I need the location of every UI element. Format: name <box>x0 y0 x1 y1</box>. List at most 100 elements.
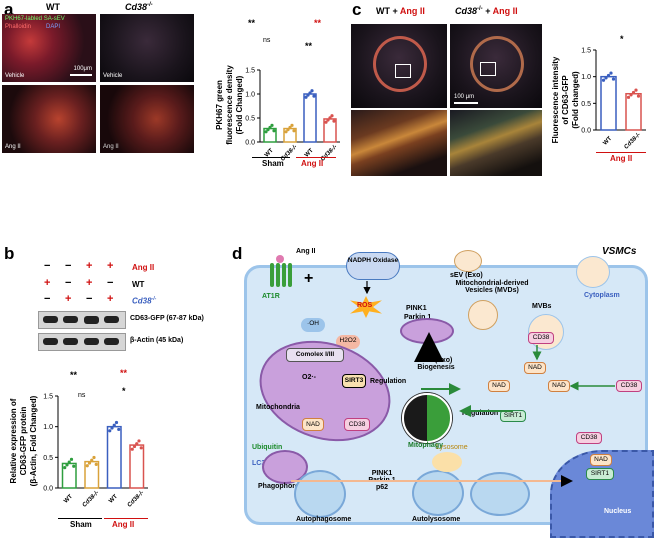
chart-b-group-sham: Sham <box>70 520 92 529</box>
data-point <box>308 91 312 95</box>
data-point <box>306 93 310 97</box>
data-point <box>636 94 641 98</box>
micrograph-c-wt-overview <box>351 24 447 108</box>
panel-c-title-ko: Cd38-/- + Ang II <box>455 6 518 16</box>
lc3-label: LC3 <box>252 460 266 467</box>
sev-biogenesis-label: sEV (Exo) Biogenesis <box>417 357 455 371</box>
data-point <box>117 427 121 432</box>
data-point <box>87 461 92 465</box>
chart-a-sig-top: ** <box>248 18 256 28</box>
micrograph-ko-ang: Ang II <box>100 85 194 153</box>
treatment-sign: − <box>65 260 72 272</box>
treatment-sign: − <box>107 277 114 289</box>
legend-pkh67: PKH67-labled SA-sEV <box>5 16 65 22</box>
y-tick-label: 1.0 <box>43 424 53 431</box>
legend-phalloidin: Phalloidin <box>5 24 32 30</box>
lysosome-shape <box>432 452 462 472</box>
treatment-sign: + <box>107 293 114 305</box>
y-tick-label: 0.5 <box>581 101 591 108</box>
autolysosome-label: Autolysosome <box>412 516 461 523</box>
cd38-top: CD38 <box>528 332 554 344</box>
cd38-right: CD38 <box>616 380 642 392</box>
data-point <box>611 77 616 81</box>
y-tick-label: 0.0 <box>43 486 53 493</box>
micrograph-c-ko-overview: 100 μm <box>450 24 542 108</box>
y-tick-label: 1.5 <box>581 48 591 55</box>
x-tick-label: Cd38-/- <box>127 490 146 509</box>
data-point <box>324 120 328 124</box>
micrograph-c-ko-zoom <box>450 110 542 176</box>
zoom-box-2 <box>480 62 496 76</box>
zoom-box <box>395 64 411 78</box>
y-tick-label: 1.5 <box>245 68 255 75</box>
treatment-sign: + <box>65 293 72 305</box>
data-point <box>631 90 636 95</box>
cytoplasm-label: Cytoplasm <box>584 292 620 299</box>
chart-a-sig-mid: ** <box>305 41 313 51</box>
regulation-label-2: Regulation <box>462 410 499 417</box>
comolex-label: Comolex I/III <box>286 348 344 362</box>
panel-a-label: a <box>4 0 14 19</box>
bar <box>625 92 642 131</box>
nad-right-3: NAD <box>548 380 570 392</box>
treatment-sign: + <box>107 260 114 272</box>
chart-c-sig: * <box>620 34 624 44</box>
chart-b-ylabel-2: CD63-GFP protein <box>19 407 28 476</box>
y-tick-label: 0.0 <box>245 140 255 147</box>
treatment-sign: − <box>65 277 72 289</box>
data-point <box>90 458 94 462</box>
chart-c-ylabel-1: Fluorescence intensity <box>551 56 560 143</box>
cd38-nuc: CD38 <box>576 432 602 444</box>
data-point <box>65 463 69 467</box>
chart-b-ylabel-3: (β-Actin, Fold Changed) <box>29 395 38 486</box>
parkin1-label: Parkin 1 <box>404 314 432 321</box>
nad-nuc: NAD <box>590 454 612 466</box>
chart-a-ylabel-2: fluorescence density <box>225 65 234 145</box>
data-point <box>326 118 330 122</box>
y-tick-label: 1.0 <box>581 74 591 81</box>
o2-label: O2·- <box>302 374 316 381</box>
chart-b-sig-ns: ns <box>78 392 86 399</box>
sirt1-left: SIRT1 <box>500 410 526 422</box>
label-ang-2: Ang II <box>103 144 119 150</box>
chart-c-ylabel-3: (Fold changed) <box>571 71 580 129</box>
mvbs-label: MVBs <box>532 303 552 310</box>
data-point <box>139 446 143 450</box>
mdv-mito-shape <box>400 318 454 344</box>
bar <box>600 75 617 131</box>
label-ang: Ang II <box>5 144 21 150</box>
chart-b-ylabel-1: Relative expression of <box>9 398 18 483</box>
nad-right-1: NAD <box>524 362 546 374</box>
data-point <box>629 93 633 97</box>
chart-c-group-ang: Ang II <box>610 154 633 163</box>
scale-bar <box>70 74 92 76</box>
mitophagy-label: Mitophagy <box>408 442 443 449</box>
y-tick-label: 1.0 <box>245 92 255 99</box>
chart-a-group-sham: Sham <box>262 159 284 168</box>
scale-bar-label: 100μm <box>73 66 92 72</box>
data-point <box>634 88 638 92</box>
sirt3-label: SIRT3 <box>342 374 366 388</box>
row-wt-label: WT <box>132 280 145 289</box>
chart-b-sig-top: ** <box>70 370 78 380</box>
panel-c-title-wt: WT + Ang II <box>376 6 425 16</box>
chart-a-ylabel-3: (Fold Changed) <box>235 75 244 134</box>
data-point <box>290 123 294 127</box>
data-point <box>626 95 631 99</box>
treatment-sign: + <box>86 277 93 289</box>
data-point <box>310 89 314 93</box>
data-point <box>264 130 268 134</box>
data-point <box>69 457 74 461</box>
cd38-mito: CD38 <box>344 418 370 431</box>
data-point <box>270 123 274 127</box>
chart-c: Fluorescence intensity of CD63-GFP (Fold… <box>551 48 646 151</box>
chart-a-sig-top-red: ** <box>314 18 322 28</box>
chart-a-sig-ns: ns <box>263 37 271 44</box>
vessel-ring <box>373 36 427 92</box>
nadph-oxidase: NADPH Oxidase <box>346 252 400 280</box>
data-point <box>284 130 288 134</box>
mitochondria-label: Mitochondria <box>256 404 300 411</box>
col-ko-label: Cd38-/- <box>125 2 153 12</box>
data-point <box>94 462 98 466</box>
data-point <box>292 129 296 133</box>
